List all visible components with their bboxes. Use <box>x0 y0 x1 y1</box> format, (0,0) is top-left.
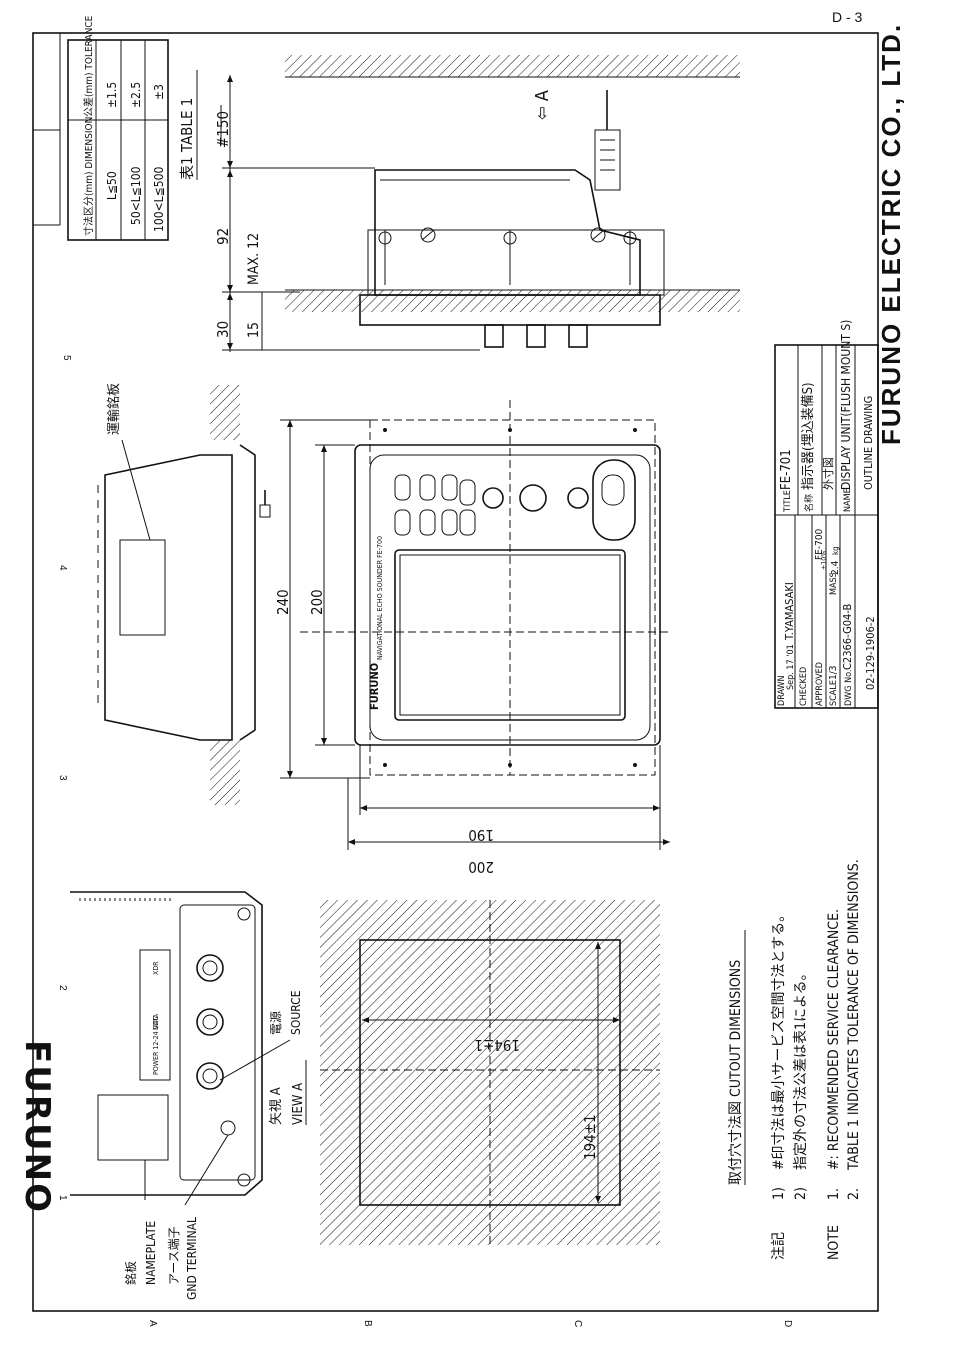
svg-text:NAMEPLATE: NAMEPLATE <box>144 1221 158 1285</box>
svg-text:MASS: MASS <box>829 572 839 595</box>
cutout-view: 194±1 194±1 取付穴寸法図 CUTOUT DIMENSIONS <box>320 900 746 1245</box>
svg-text:FURUNO: FURUNO <box>368 663 381 710</box>
company-name: FURUNO ELECTRIC CO., LTD. <box>876 23 906 445</box>
svg-text:2.4: 2.4 <box>830 560 841 575</box>
svg-text:kg: kg <box>831 546 840 555</box>
svg-text:5: 5 <box>61 355 72 361</box>
svg-text:±10%: ±10% <box>820 551 828 570</box>
svg-text:DISPLAY UNIT(FLUSH MOUNT S): DISPLAY UNIT(FLUSH MOUNT S) <box>839 320 853 490</box>
top-view: 運輸銘板 <box>97 383 271 805</box>
svg-text:T.YAMASAKI: T.YAMASAKI <box>783 582 796 641</box>
transport-plate-label: 運輸銘板 <box>107 383 122 435</box>
page-number: D - 3 <box>832 9 863 25</box>
svg-text:FE-701: FE-701 <box>779 449 794 490</box>
svg-text:1: 1 <box>57 1195 68 1201</box>
svg-text:OUTLINE DRAWING: OUTLINE DRAWING <box>862 396 875 490</box>
tolerance-table: 寸法区分(mm) DIMENSION 公差(mm) TOLERANCE L≦50… <box>67 15 198 241</box>
svg-text:FE-700: FE-700 <box>814 528 825 560</box>
svg-text:±3: ±3 <box>152 84 166 100</box>
svg-text:公差(mm) TOLERANCE: 公差(mm) TOLERANCE <box>82 15 95 117</box>
svg-text:4: 4 <box>57 565 68 571</box>
svg-text:2: 2 <box>57 985 68 991</box>
svg-text:DATA: DATA <box>152 1013 160 1030</box>
notes: 注記 1) #印寸法は最小サービス空間寸法とする。 2) 指定外の寸法公差は表1… <box>770 859 862 1260</box>
svg-text:15: 15 <box>246 322 262 338</box>
svg-text:NAVIGATIONAL ECHO SOUNDER FE-7: NAVIGATIONAL ECHO SOUNDER FE-700 <box>376 536 384 660</box>
side-view: #150 92 MAX. 12 30 15 ⇦ A <box>214 55 740 352</box>
svg-text:1/3: 1/3 <box>828 666 839 680</box>
svg-text:Sep. 17 '01: Sep. 17 '01 <box>786 644 796 690</box>
svg-text:電源: 電源 <box>269 1011 283 1035</box>
svg-text:3: 3 <box>57 775 68 781</box>
svg-text:寸法区分(mm) DIMENSION: 寸法区分(mm) DIMENSION <box>82 117 95 236</box>
svg-text:200: 200 <box>308 589 326 615</box>
svg-text:30: 30 <box>214 321 232 338</box>
svg-text:GND TERMINAL: GND TERMINAL <box>185 1217 199 1300</box>
svg-text:MAX. 12: MAX. 12 <box>246 233 262 285</box>
svg-text:194±1: 194±1 <box>474 1036 520 1054</box>
svg-text:SOURCE: SOURCE <box>289 990 303 1035</box>
svg-text:C2366-G04-B: C2366-G04-B <box>841 603 854 670</box>
svg-text:外寸図: 外寸図 <box>821 457 835 490</box>
svg-text:名称: 名称 <box>803 494 815 512</box>
title-block: DRAWN Sep. 17 '01 T.YAMASAKI CHECKED APP… <box>774 320 879 709</box>
svg-text:TITLE: TITLE <box>783 490 793 513</box>
border-zone-marks: 5 4 3 2 1 A B C D <box>57 355 793 1327</box>
svg-text:±2.5: ±2.5 <box>129 82 143 108</box>
svg-text:D: D <box>782 1320 793 1327</box>
svg-text:FURUNO: FURUNO <box>17 1040 57 1214</box>
svg-text:SCALE: SCALE <box>829 680 839 706</box>
dim-clearance: #150 <box>214 111 232 148</box>
svg-text:190: 190 <box>468 826 494 844</box>
svg-text:注記: 注記 <box>770 1232 787 1260</box>
svg-text:XDR: XDR <box>152 961 160 975</box>
svg-text:50<L≦100: 50<L≦100 <box>129 166 143 225</box>
svg-text:200: 200 <box>468 858 494 876</box>
svg-text:POWER 12-24 VDC: POWER 12-24 VDC <box>152 1015 160 1075</box>
svg-text:CHECKED: CHECKED <box>799 667 809 706</box>
svg-text:銘板: 銘板 <box>123 1261 138 1285</box>
table-caption: 表1 TABLE 1 <box>178 98 196 180</box>
svg-text:1.: 1. <box>826 1188 842 1200</box>
svg-text:B: B <box>362 1320 373 1327</box>
svg-text:指定外の寸法公差は表1による。: 指定外の寸法公差は表1による。 <box>793 966 809 1170</box>
svg-text:A: A <box>147 1320 158 1327</box>
svg-text:92: 92 <box>214 228 232 245</box>
front-view: FURUNO NAVIGATIONAL ECHO SOUNDER FE-700 … <box>274 400 670 876</box>
svg-text:APPROVED: APPROVED <box>815 662 825 706</box>
svg-text:240: 240 <box>274 589 292 615</box>
svg-text:DWG No.: DWG No. <box>844 669 854 706</box>
svg-text:C: C <box>572 1320 583 1327</box>
svg-text:指示器(埋込装備S): 指示器(埋込装備S) <box>800 382 816 490</box>
svg-text:100<L≦500: 100<L≦500 <box>152 167 166 232</box>
view-arrow: ⇦ A <box>532 90 553 120</box>
svg-text:矢視 A: 矢視 A <box>269 1087 284 1125</box>
svg-text:アース端子: アース端子 <box>167 1226 181 1285</box>
view-a: POWER 12-24 VDC DATA XDR 矢視 A VIEW A 電源 … <box>70 891 307 1300</box>
svg-text:L≦50: L≦50 <box>105 171 119 200</box>
svg-text:DRAWN: DRAWN <box>777 675 787 706</box>
svg-text:#: RECOMMENDED SERVICE CLEARAN: #: RECOMMENDED SERVICE CLEARANCE. <box>826 909 842 1170</box>
svg-text:1): 1) <box>771 1187 787 1200</box>
svg-text:TABLE 1 INDICATES TOLERANCE OF: TABLE 1 INDICATES TOLERANCE OF DIMENSION… <box>846 859 862 1171</box>
svg-text:2.: 2. <box>846 1188 862 1200</box>
svg-text:NAME: NAME <box>843 488 853 512</box>
svg-text:±1.5: ±1.5 <box>105 82 119 108</box>
cutout-title: 取付穴寸法図 CUTOUT DIMENSIONS <box>728 960 744 1185</box>
svg-text:02-129-1906-2: 02-129-1906-2 <box>864 616 877 690</box>
svg-text:VIEW A: VIEW A <box>291 1083 306 1125</box>
svg-text:#印寸法は最小サービス空間寸法とする。: #印寸法は最小サービス空間寸法とする。 <box>771 908 787 1170</box>
svg-text:2): 2) <box>793 1187 809 1200</box>
svg-text:194±1: 194±1 <box>581 1114 599 1160</box>
furuno-logo: FURUNO <box>17 1040 57 1214</box>
svg-text:NOTE: NOTE <box>826 1225 842 1260</box>
